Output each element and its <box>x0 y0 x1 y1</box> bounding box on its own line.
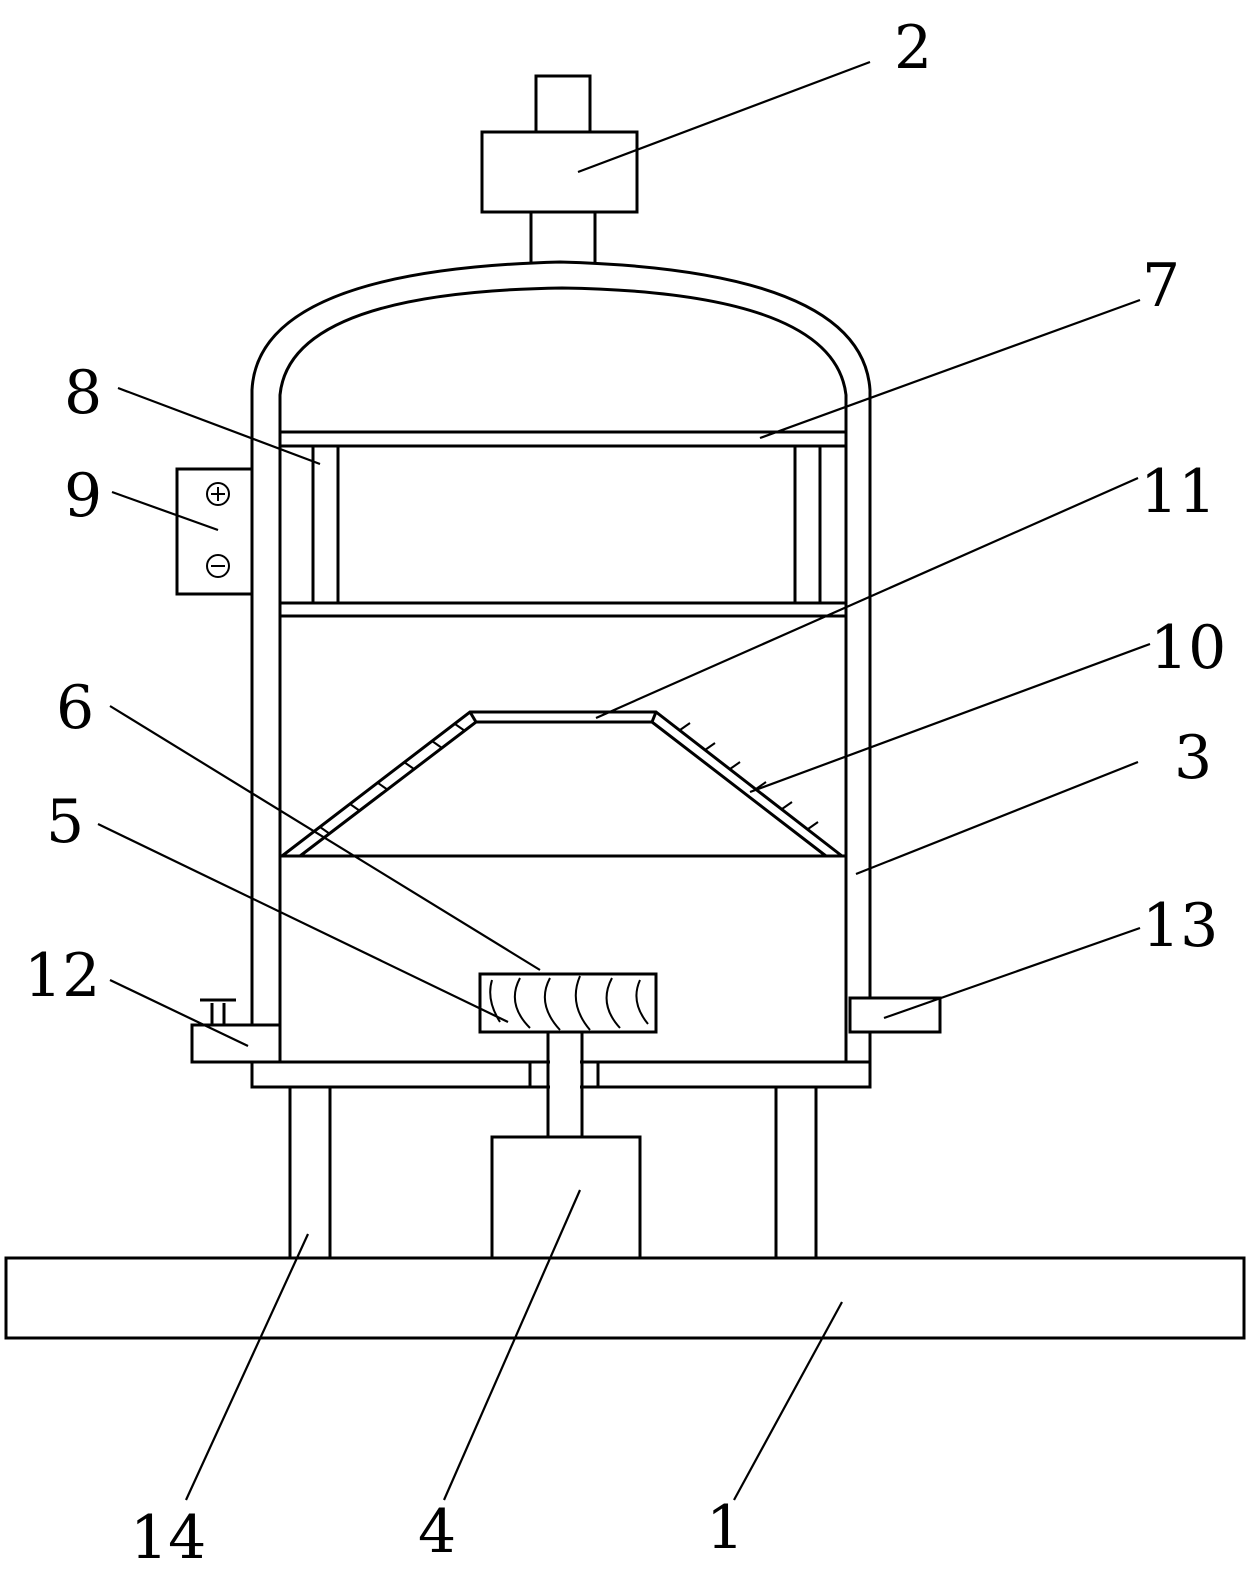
top-fitting <box>480 74 639 262</box>
discharge-valve <box>190 998 282 1064</box>
support-legs <box>288 1087 818 1258</box>
top-plate <box>280 430 846 448</box>
label-7: 7 <box>1142 251 1180 321</box>
middle-plate <box>280 601 846 618</box>
label-10: 10 <box>1150 613 1226 683</box>
grinding-disc <box>478 972 658 1034</box>
label-8: 8 <box>64 358 102 428</box>
label-1: 1 <box>706 1493 744 1563</box>
labels: 2 7 8 9 11 10 6 3 5 13 12 14 4 1 <box>24 13 1226 1571</box>
control-box <box>175 467 254 596</box>
label-5: 5 <box>46 787 84 857</box>
leader-lines <box>97 60 1151 1501</box>
housing-outer-wall <box>250 260 872 1089</box>
label-3: 3 <box>1174 723 1212 793</box>
label-13: 13 <box>1142 891 1218 961</box>
side-columns <box>311 446 822 603</box>
label-2: 2 <box>894 13 932 83</box>
label-6: 6 <box>56 673 94 743</box>
housing-inner-wall <box>278 286 848 1062</box>
plus-circle-icon[interactable] <box>206 482 230 506</box>
label-4: 4 <box>418 1497 456 1567</box>
label-11: 11 <box>1140 457 1216 527</box>
motor <box>490 1135 642 1260</box>
label-12: 12 <box>24 941 100 1011</box>
label-9: 9 <box>64 461 102 531</box>
minus-circle-icon[interactable] <box>206 554 230 578</box>
shaft-bearing <box>528 1062 600 1087</box>
base-plate <box>4 1256 1246 1340</box>
label-14: 14 <box>130 1503 206 1571</box>
conical-screen <box>281 710 843 858</box>
